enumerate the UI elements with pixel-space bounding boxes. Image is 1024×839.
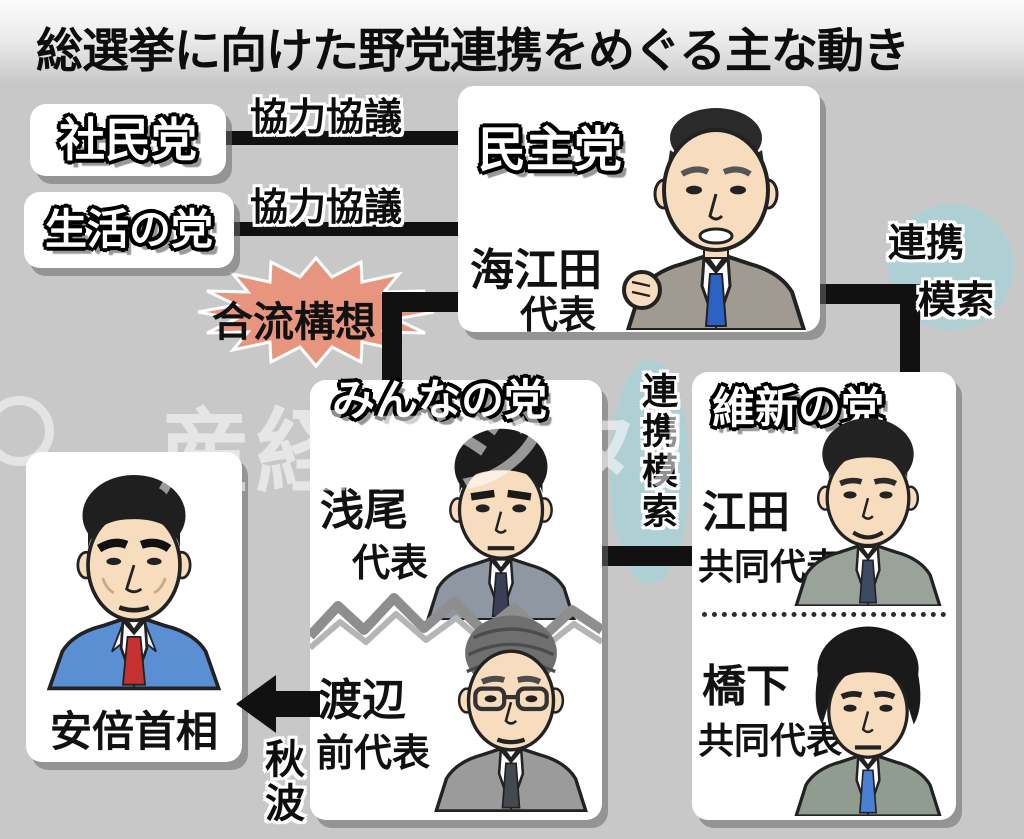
panel-ishin: 維新の党 江田 共同代表 橋下 共同代表 (692, 372, 956, 820)
panel-minshu: 民主党 海江田 代表 (458, 86, 820, 337)
leader-role-kaieda: 代表 (520, 293, 597, 337)
leader-name-hashimoto: 橋下 (702, 661, 790, 712)
edge-label-line2: 模索 (918, 278, 995, 322)
party-split-zigzag (310, 593, 602, 651)
connector-shamin-minshu (222, 131, 462, 145)
leader-name-eda: 江田 (702, 487, 790, 538)
party-label-shamin: 社民党 (59, 113, 197, 167)
abe-label: 安倍首相 (49, 707, 218, 756)
panel-shamin: 社民党 (30, 104, 226, 176)
connector-minshu-ishin-horizontal (818, 284, 920, 304)
leader-name-asao: 浅尾 (320, 485, 408, 536)
edge-label-line1: 連携 (888, 221, 965, 265)
edge-label-seeking-cooperation-right: 連携 模索 (882, 212, 1024, 324)
merger-starburst (197, 255, 435, 369)
party-label-minna: みんなの党 (332, 376, 547, 426)
asao-portrait (426, 428, 576, 620)
leader-name-kaieda: 海江田 (470, 245, 602, 296)
leader-name-watanabe: 渡辺 (318, 675, 406, 726)
leader-role-hashimoto: 共同代表 (698, 721, 843, 762)
edge-label-seeking-cooperation-mid: 連携模索 (636, 372, 677, 532)
watanabe-portrait (434, 615, 588, 812)
panel-minna: みんなの党 浅尾 代表 渡辺 前代表 (310, 376, 602, 820)
connector-seikatsu-minshu (228, 222, 462, 236)
connector-minna-ishin (598, 546, 694, 566)
connector-merger-vertical (382, 292, 402, 388)
edge-label-cooperation-talks-1: 協力協議 (250, 95, 403, 139)
eda-portrait (794, 418, 942, 606)
panel-seikatsu: 生活の党 (24, 192, 234, 268)
edge-label-merger: 合流構想 (212, 298, 376, 346)
party-label-seikatsu: 生活の党 (44, 205, 213, 254)
leader-role-watanabe: 前代表 (316, 731, 431, 775)
co-leader-separator (702, 612, 946, 617)
overture-arrow-shaft (274, 691, 320, 717)
edge-label-cooperation-talks-2: 協力協議 (250, 185, 403, 229)
party-label-minshu: 民主党 (478, 122, 623, 178)
kaieda-portrait (622, 108, 807, 330)
hashimoto-portrait (794, 626, 942, 816)
connector-minshu-ishin-vertical (900, 284, 920, 376)
edge-label-overture: 秋波 (258, 738, 304, 826)
connector-merger-horizontal (382, 292, 462, 312)
abe-portrait (46, 474, 222, 691)
leader-role-asao: 代表 (352, 541, 429, 585)
title-band (0, 0, 1024, 84)
panel-abe: 安倍首相 (26, 452, 242, 762)
page-title: 総選挙に向けた野党連携をめぐる主な動き (36, 24, 910, 79)
overture-arrow-icon (236, 675, 276, 733)
